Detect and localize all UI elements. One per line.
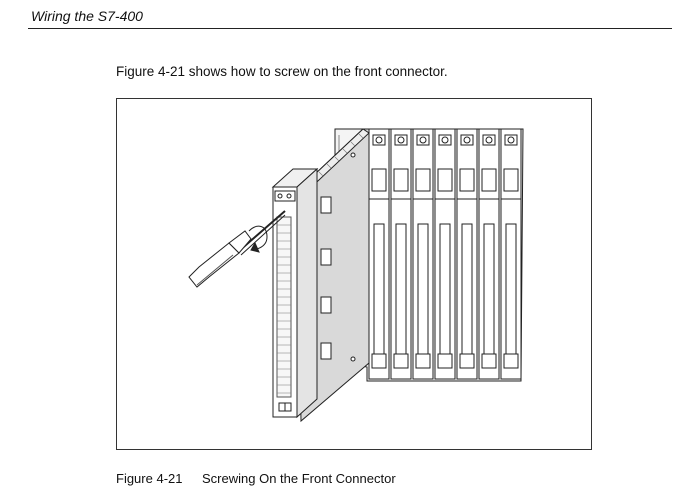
figure-caption: Figure 4-21 Screwing On the Front Connect… <box>116 471 396 486</box>
rack-slot <box>478 128 500 380</box>
running-header: Wiring the S7-400 <box>31 8 143 24</box>
rack-slot <box>390 128 412 380</box>
front-connector <box>271 167 319 419</box>
rack-slot <box>368 128 390 380</box>
caption-number: Figure 4-21 <box>116 471 183 486</box>
rotation-arrow <box>248 225 268 253</box>
header-rule <box>28 28 672 29</box>
rack-illustration <box>188 128 524 423</box>
rack-slot <box>412 128 434 380</box>
rack-slot <box>500 128 522 380</box>
screwdriver <box>188 210 286 288</box>
rack-slots <box>368 128 522 380</box>
rack-slot <box>434 128 456 380</box>
rack-slot <box>456 128 478 380</box>
caption-text: Screwing On the Front Connector <box>202 471 396 486</box>
intro-paragraph: Figure 4-21 shows how to screw on the fr… <box>116 64 448 79</box>
figure-frame <box>116 98 592 450</box>
